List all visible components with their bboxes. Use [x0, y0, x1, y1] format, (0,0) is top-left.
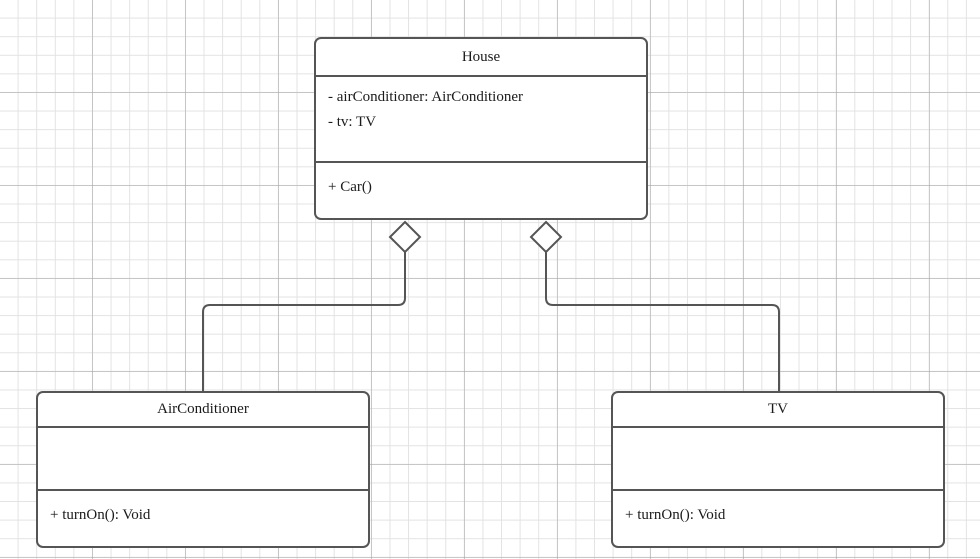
- class-box-house[interactable]: House - airConditioner: AirConditioner -…: [314, 37, 648, 220]
- operation-item: + turnOn(): Void: [625, 507, 726, 523]
- class-operations-airconditioner: + turnOn(): Void: [38, 491, 368, 546]
- aggregation-line-airconditioner: [202, 252, 406, 391]
- aggregation-diamond-tv: [529, 220, 563, 254]
- class-name-airconditioner: AirConditioner: [38, 393, 368, 428]
- class-operations-house: + Car(): [316, 163, 646, 218]
- attribute-item: - airConditioner: AirConditioner: [328, 89, 523, 105]
- attribute-item: - tv: TV: [328, 114, 377, 130]
- aggregation-house-airconditioner[interactable]: [202, 220, 422, 391]
- class-operations-tv: + turnOn(): Void: [613, 491, 943, 546]
- class-attributes-house: - airConditioner: AirConditioner - tv: T…: [316, 77, 646, 163]
- operation-item: + Car(): [328, 179, 372, 195]
- class-name-tv: TV: [613, 393, 943, 428]
- aggregation-house-tv[interactable]: [529, 220, 780, 391]
- class-attributes-airconditioner: [38, 428, 368, 491]
- class-name-house: House: [316, 39, 646, 77]
- class-attributes-tv: [613, 428, 943, 491]
- class-box-tv[interactable]: TV + turnOn(): Void: [611, 391, 945, 548]
- class-box-airconditioner[interactable]: AirConditioner + turnOn(): Void: [36, 391, 370, 548]
- aggregation-diamond-airconditioner: [388, 220, 422, 254]
- operation-item: + turnOn(): Void: [50, 507, 151, 523]
- aggregation-line-tv: [545, 252, 780, 391]
